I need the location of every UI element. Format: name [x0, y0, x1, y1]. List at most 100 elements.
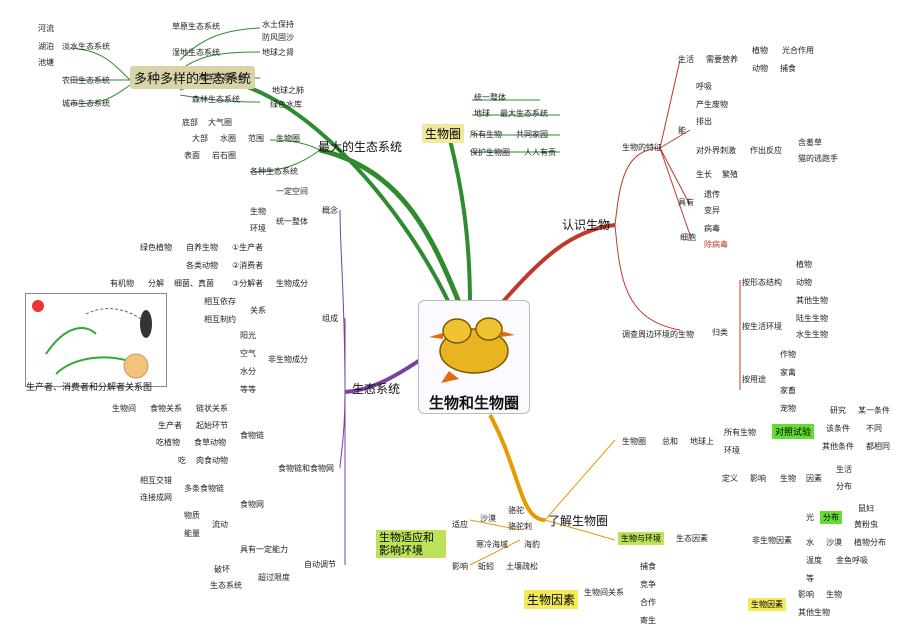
ecosystem-item: 相互交错 [140, 476, 172, 485]
ecosystem-item: 吃植物 [156, 438, 180, 447]
ecosystem-item: 空气 [240, 349, 256, 358]
adapt-item: 沙漠 [480, 514, 496, 523]
adapt-item: 适应 [452, 520, 468, 529]
understanding-item: 该条件 [826, 424, 850, 433]
ecosystem-item: 自养生物 [186, 243, 218, 252]
ecosystem-item: 食物网 [240, 500, 264, 509]
knowing-item: 光合作用 [782, 46, 814, 55]
understanding-item: 不同 [866, 424, 882, 433]
distribution-tag: 分布 [820, 511, 842, 524]
purple-sub-lines [339, 209, 346, 565]
ecosystem-item: 起始环节 [196, 421, 228, 430]
ecosystems-item: 森林生态系统 [192, 95, 240, 104]
understanding-item: 生物圈 [622, 437, 646, 446]
knowing-item: 生活 [678, 55, 694, 64]
ecosystems-item: 草原生态系统 [172, 22, 220, 31]
ecosystem-item: 相互依存 [204, 297, 236, 306]
organism-environment-tag: 生物与环境 [618, 532, 664, 545]
understanding-item: 黄粉虫 [854, 520, 878, 529]
ecosystem-item: 自动调节 [304, 560, 336, 569]
understanding-title: 了解生物圈 [548, 514, 609, 528]
knowing-item: 按生活环境 [742, 322, 782, 331]
ecosystem-item: 分解 [148, 279, 164, 288]
knowing-item: 宠物 [780, 404, 796, 413]
knowing-item: 动物 [796, 278, 812, 287]
ecosystem-item: 细菌、真菌 [174, 279, 214, 288]
ecosystem-item: 能量 [184, 529, 200, 538]
knowing-item: 捕食 [780, 64, 796, 73]
knowing-item: 水生生物 [796, 330, 828, 339]
largest-item: 大气圈 [208, 118, 232, 127]
knowing-item: 调查周边环境的生物 [622, 330, 694, 339]
biosphere-item: 所有生物 [470, 130, 502, 139]
biosphere-item: 人人有责 [524, 148, 556, 157]
biosphere-item: 共同家园 [516, 130, 548, 139]
knowing-item: 家禽 [780, 368, 796, 377]
ecosystems-item: 水土保持 [262, 20, 294, 29]
factors-item: 寄生 [640, 616, 656, 625]
understanding-item: 水 [806, 538, 814, 547]
control-experiment-tag: 对照试验 [772, 424, 815, 439]
knowing-item: 对外界刺激 [696, 146, 736, 155]
ecosystem-item: 食物链 [240, 431, 264, 440]
largest-item: 表面 [184, 151, 200, 160]
understanding-item: 生物 [826, 590, 842, 599]
ecosystem-item: 吃 [178, 456, 186, 465]
ecosystems-item: 地球之肾 [262, 48, 294, 57]
ecosystems-item: 绿色水库 [270, 100, 302, 109]
biosphere-item: 最大生态系统 [500, 109, 548, 118]
understanding-item: 其他生物 [798, 608, 830, 617]
ecosystem-item: 破坏 [214, 565, 230, 574]
largest-item: 底部 [182, 118, 198, 127]
ecosystem-item: 生物成分 [276, 279, 308, 288]
knowing-item: 含羞草 [798, 138, 822, 147]
knowing-item: 呼吸 [696, 82, 712, 91]
branch-line-ecosystems [219, 78, 452, 306]
largest-item: 生物圈 [276, 134, 300, 143]
knowing-item: 植物 [752, 46, 768, 55]
ecosystem-item: 链状关系 [196, 404, 228, 413]
green-sub-lines [69, 27, 560, 173]
branch-line-knowing [498, 223, 616, 307]
understanding-item: 非生物因素 [752, 536, 792, 545]
knowing-item: 生长 [696, 170, 712, 179]
adapt-item: 海豹 [524, 540, 540, 549]
largest-item: 岩石圈 [212, 151, 236, 160]
ecosystem-item: 肉食动物 [196, 456, 228, 465]
ecosystem-item: ③分解者 [232, 279, 264, 288]
ecosystem-item: 一定空间 [276, 187, 308, 196]
understanding-item: 其他条件 [822, 442, 854, 451]
understanding-item: 都相同 [866, 442, 890, 451]
understanding-item: 光 [806, 513, 814, 522]
understanding-item: 植物分布 [854, 538, 886, 547]
bird-icon [140, 310, 152, 338]
knowing-item: 排出 [696, 117, 712, 126]
knowing-item: 归类 [712, 328, 728, 337]
knowing-item: 变异 [704, 206, 720, 215]
adapt-item: 骆驼 [508, 506, 524, 515]
ecosystem-item: 具有一定能力 [240, 545, 288, 554]
biotic-factor-tag: 生物因素 [748, 598, 786, 611]
knowing-item: 病毒 [704, 224, 720, 233]
understanding-item: 温度 [806, 556, 822, 565]
ducks-icon [429, 317, 515, 383]
adapt-item: 影响 [452, 562, 468, 571]
ecosystem-item: 相互制约 [204, 315, 236, 324]
understanding-item: 分布 [836, 482, 852, 491]
ecosystem-item: 食物关系 [150, 404, 182, 413]
knowing-item: 细胞 [680, 233, 696, 242]
understanding-item: 生物 [780, 474, 796, 483]
ecosystem-item: 有机物 [110, 279, 134, 288]
food-web-icon [32, 300, 152, 379]
ecosystem-item: 环境 [250, 224, 266, 233]
factors-item: 竞争 [640, 580, 656, 589]
ecosystems-item: 河流 [38, 24, 54, 33]
branch-line-biosphere [448, 139, 472, 306]
ecosystems-title: 多种多样的生态系统 [130, 66, 256, 89]
understanding-item: 某一条件 [858, 406, 890, 415]
knowing-item: 家畜 [780, 386, 796, 395]
understanding-item: 鼠妇 [858, 504, 874, 513]
largest-item: 大部 [192, 134, 208, 143]
branch-line-ecosystem [344, 358, 422, 394]
